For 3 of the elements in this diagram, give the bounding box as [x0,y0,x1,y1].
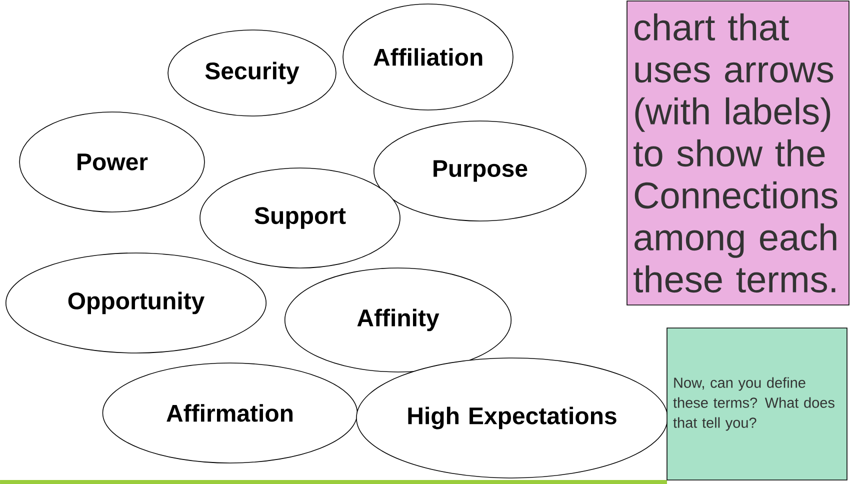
question-box: Now, can you define these terms? What does that tell you? [666,328,848,480]
instruction-box: chart that uses arrows (with labels) to show the Connections among each these terms. [626,0,850,306]
node-label: High Expectations [408,406,616,430]
